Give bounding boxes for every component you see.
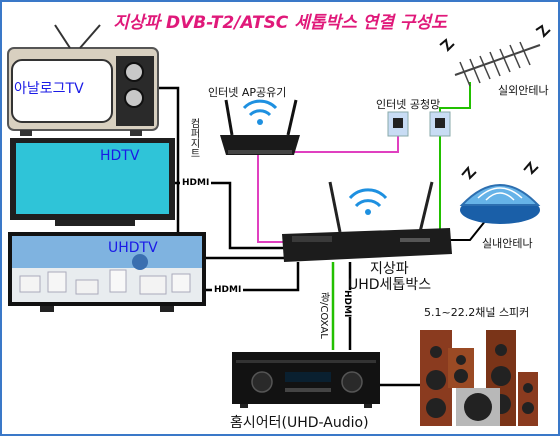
hdtv-label: HDTV <box>100 148 140 164</box>
uhdtv-label: UHDTV <box>108 240 158 256</box>
analog-tv-icon <box>7 24 159 136</box>
antenna-cable-wall <box>439 135 448 239</box>
composite-cable <box>158 86 180 250</box>
analog-tv-label: 아날로그TV <box>14 81 84 97</box>
antenna-cable-outdoor <box>439 82 471 112</box>
wall-jack-label: 인터넷 공청망 <box>376 98 441 111</box>
settop-label-line2: UHD세톱박스 <box>348 277 432 293</box>
hdtv-icon <box>10 138 175 226</box>
outdoor-antenna-icon <box>439 24 551 87</box>
hdmi-label-hdtv: HDMI <box>180 178 212 188</box>
lan-cable-router <box>257 150 285 243</box>
page-title: 지상파 DVB-T2/ATSC 세톱박스 연결 구성도 <box>113 13 447 33</box>
settop-box-icon <box>282 181 452 262</box>
uhdtv-icon <box>8 232 206 312</box>
router-label: 인터넷 AP공유기 <box>208 86 287 99</box>
wall-jack-icon <box>387 111 451 137</box>
hdmi-label-uhdtv: HDMI <box>212 285 244 295</box>
indoor-antenna-label: 실내안테나 <box>482 237 533 250</box>
av-receiver-icon <box>232 352 380 408</box>
antenna-cable-indoor <box>448 214 491 241</box>
receiver-label: 홈시어터(UHD-Audio) <box>230 415 369 431</box>
composite-cable-label: 컴퍼지트 <box>188 118 199 158</box>
hdmi-label-receiver: HDMI <box>340 290 354 318</box>
speakers-icon <box>420 330 538 426</box>
indoor-antenna-icon <box>459 160 541 224</box>
lan-cable-wall <box>289 135 399 153</box>
settop-label-line1: 지상파 <box>370 261 409 277</box>
outdoor-antenna-label: 실외안테나 <box>498 84 549 97</box>
optical-cable-label: 광/COXAL <box>318 292 329 339</box>
speakers-label: 5.1~22.2채널 스피커 <box>424 306 530 319</box>
router-icon <box>220 99 300 155</box>
